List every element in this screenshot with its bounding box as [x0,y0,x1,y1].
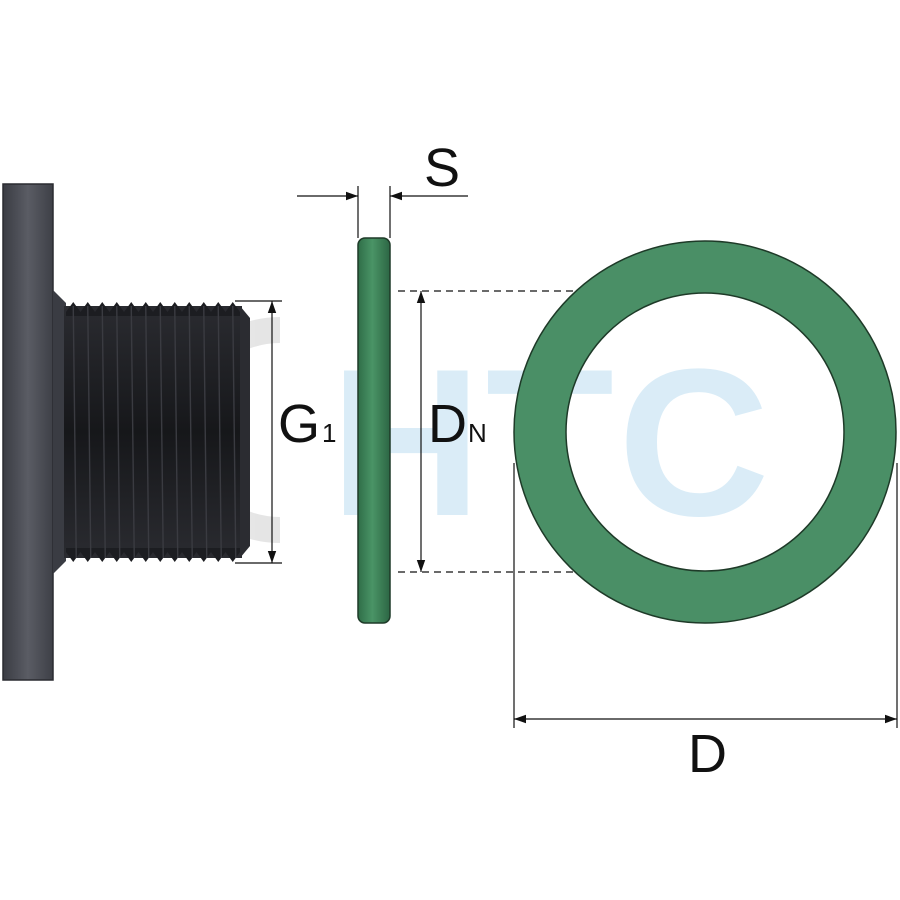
thread-crest-line [101,305,106,559]
plug-chamfer [240,306,250,558]
thread-crest-line [130,305,135,559]
thread-crest-line [217,305,222,559]
g1-label: G1 [278,394,336,454]
dn-label: DN [428,394,487,454]
thread-crest-line [174,305,179,559]
g1-dimension [235,300,282,564]
dn-dimension [398,290,700,573]
dn-label-main: D [428,394,467,454]
plug-thread-lines [72,305,237,559]
thread-crest-line [87,305,92,559]
washer-side-view [357,237,391,624]
d-dimension [513,463,898,728]
plug-neck [53,290,66,574]
thread-crest-line [116,305,121,559]
thread-crest-line [188,305,193,559]
plug-thread-bottom-profile [66,548,240,562]
thread-crest-line [232,305,237,559]
washer-front-view [513,240,897,624]
dn-label-sub: N [468,418,487,448]
plug-flange [2,183,54,681]
plug-thread-core [64,306,242,558]
g1-label-sub: 1 [322,418,336,448]
plug-thread-top-profile [66,302,240,316]
threaded-plug [2,183,250,681]
d-label: D [688,724,727,784]
d-label-main: D [688,724,727,784]
s-dimension [297,186,468,238]
thread-crest-line [203,305,208,559]
thread-crest-line [145,305,150,559]
g1-label-main: G [278,394,320,454]
thread-crest-line [72,305,77,559]
s-label: S [424,138,460,198]
s-label-main: S [424,138,460,198]
thread-crest-line [159,305,164,559]
